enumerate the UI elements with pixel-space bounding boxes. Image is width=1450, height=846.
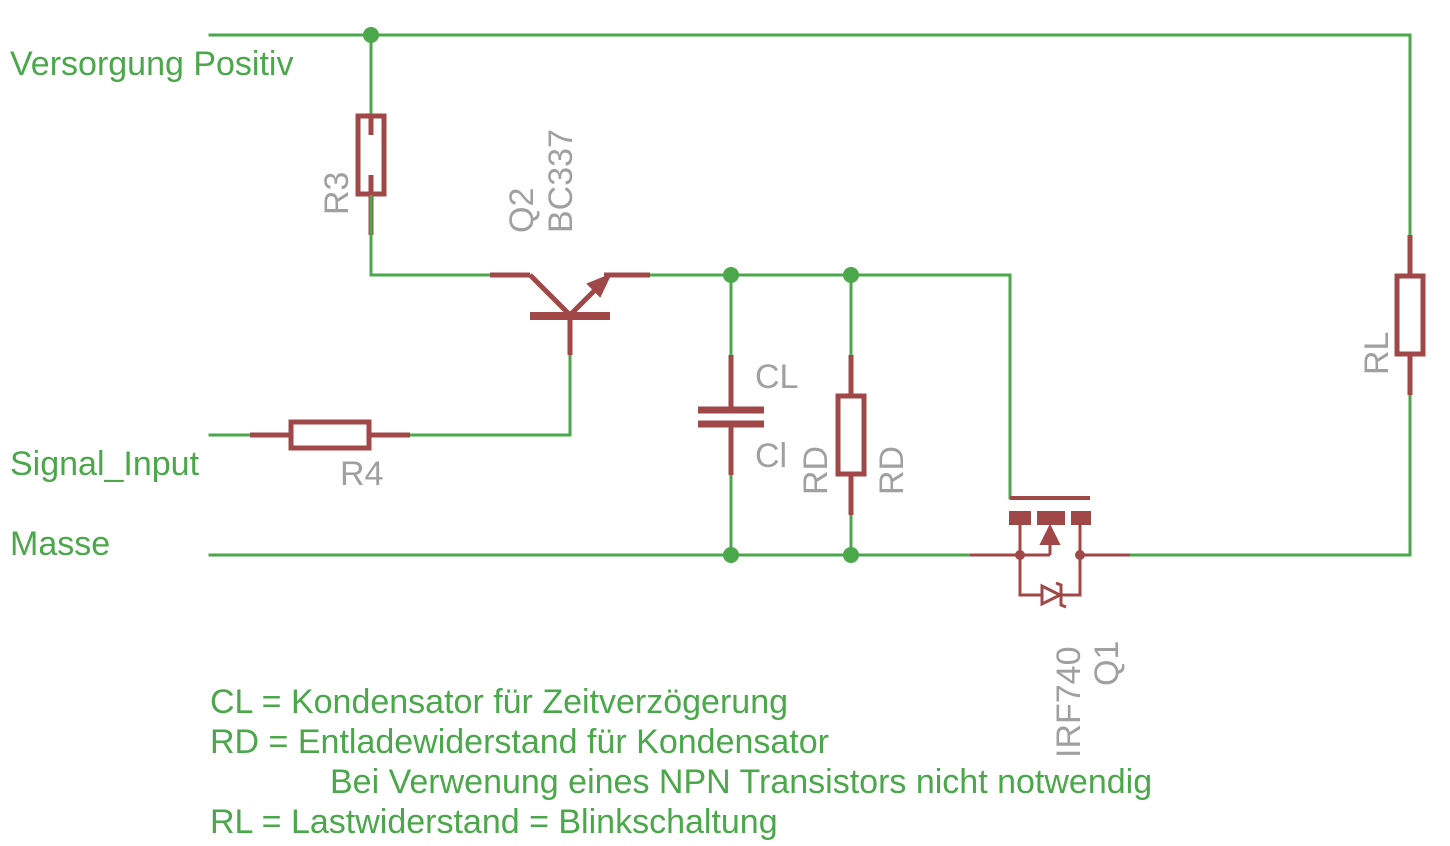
junction-ground-cl — [723, 547, 739, 563]
wire-r3-collector — [369, 233, 492, 277]
transistor-q2 — [490, 272, 650, 355]
junction-emitter-cl — [723, 267, 739, 283]
part-label-rl: RL — [1358, 332, 1396, 375]
resistor-rd — [835, 355, 867, 515]
resistor-r4 — [250, 419, 410, 451]
net-label-signal: Signal_Input — [10, 445, 200, 483]
junctions — [363, 27, 859, 563]
mosfet-q1 — [970, 496, 1130, 609]
legend-line: CL = Kondensator für Zeitverzögerung — [210, 683, 788, 721]
part-label-cl-name: CL — [755, 358, 798, 396]
part-label-q2-name: Q2 — [503, 188, 541, 233]
resistor-r3 — [355, 113, 387, 235]
legend-line: RD = Entladewiderstand für Kondensator — [210, 723, 829, 761]
wire-supply-rail — [208, 33, 1412, 237]
junction-emitter-rd — [843, 267, 859, 283]
part-label-cl-value: Cl — [755, 437, 787, 475]
junction-supply — [363, 27, 379, 43]
capacitor-cl — [698, 355, 764, 475]
net-label-supply: Versorgung Positiv — [10, 45, 294, 83]
part-label-q1-value: IRF740 — [1050, 647, 1088, 759]
wire-q1-source-rl — [1128, 393, 1412, 557]
resistor-rl — [1394, 235, 1426, 395]
legend-line: RL = Lastwiderstand = Blinkschaltung — [210, 803, 778, 841]
net-label-ground: Masse — [10, 525, 110, 563]
part-label-q1-name: Q1 — [1088, 641, 1126, 686]
part-label-r3: R3 — [318, 172, 356, 215]
legend-line: Bei Verwenung eines NPN Transistors nich… — [330, 763, 1152, 801]
wire-r4-base — [408, 353, 572, 437]
diode-icon — [1040, 583, 1064, 607]
channel-arrow-icon — [1039, 523, 1061, 545]
part-label-q2-value: BC337 — [542, 129, 580, 233]
emitter-arrow-icon — [586, 273, 613, 298]
junction-ground-rd — [843, 547, 859, 563]
part-label-rd-name: RD — [797, 446, 835, 495]
legend: CL = Kondensator für Zeitverzögerung RD … — [210, 683, 1152, 841]
part-label-rd-value: RD — [873, 446, 911, 495]
part-label-r4: R4 — [340, 455, 383, 493]
